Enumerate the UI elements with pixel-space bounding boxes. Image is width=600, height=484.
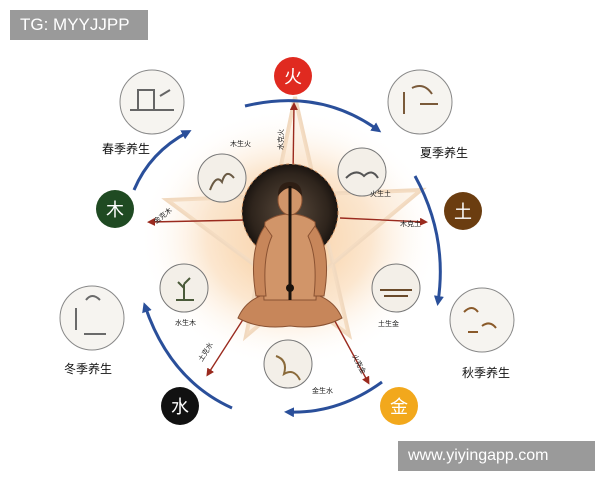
wood-label: 木 — [106, 200, 124, 221]
metal-label: 金 — [390, 397, 408, 418]
summer-label: 夏季养生 — [420, 145, 468, 160]
generation-labels: 木生火 火生土 土生金 金生水 水生木 — [175, 139, 399, 395]
arrow-water-ctrl-fire — [289, 102, 298, 176]
label-water-ctrl-fire: 水克火 — [276, 129, 285, 150]
autumn-label: 秋季养生 — [462, 365, 510, 380]
element-node-fire: 火 — [274, 57, 312, 95]
spring-label: 春季养生 — [102, 141, 150, 156]
summer-vignette — [387, 69, 453, 135]
wood-gen-fire-vignette — [197, 153, 247, 203]
metal-disc — [380, 387, 418, 425]
earth-disc — [444, 192, 482, 230]
wood-disc — [96, 190, 134, 228]
label-earth-gen-metal: 土生金 — [378, 319, 399, 328]
element-node-wood: 木 — [96, 190, 134, 228]
fire-disc — [274, 57, 312, 95]
element-node-water: 水 — [161, 387, 199, 425]
winter-vignette — [59, 285, 125, 351]
earth-label: 土 — [454, 202, 472, 223]
water-disc — [161, 387, 199, 425]
label-wood-gen-fire: 木生火 — [230, 139, 251, 148]
arc-metal-to-water — [284, 380, 383, 418]
water-label: 水 — [171, 397, 189, 418]
spring-vignette — [119, 69, 185, 135]
label-metal-gen-water: 金生水 — [312, 386, 333, 395]
arrow-metal-ctrl-wood — [147, 217, 246, 226]
arc-earth-to-autumn — [413, 175, 444, 306]
fire-gen-earth-vignette — [337, 147, 387, 197]
element-nodes: 火 土 金 水 木 — [96, 57, 482, 425]
watermark-bottom: www.yiyingapp.com — [398, 441, 595, 471]
earth-gen-metal-vignette — [371, 263, 421, 313]
winter-label: 冬季养生 — [64, 361, 112, 376]
autumn-vignette — [449, 287, 515, 353]
season-labels: 春季养生 夏季养生 秋季养生 冬季养生 — [64, 141, 510, 380]
fire-label: 火 — [284, 67, 302, 88]
arrow-wood-ctrl-earth — [339, 217, 428, 226]
arc-fire-to-summer — [244, 99, 382, 133]
label-water-gen-wood: 水生木 — [175, 318, 196, 327]
metal-gen-water-vignette — [263, 339, 313, 389]
inner-vignettes — [159, 147, 421, 389]
label-fire-gen-earth: 火生土 — [370, 189, 391, 198]
label-fire-ctrl-metal: 火克金 — [350, 353, 368, 376]
element-node-earth: 土 — [444, 192, 482, 230]
arc-winter-to-wood — [142, 302, 233, 410]
arc-wood-to-spring — [132, 130, 192, 191]
label-earth-ctrl-water: 土克水 — [196, 340, 215, 363]
generation-cycle-arrows — [132, 99, 444, 418]
element-node-metal: 金 — [380, 387, 418, 425]
season-vignettes — [59, 69, 515, 353]
meditating-figure — [237, 163, 343, 328]
label-wood-ctrl-earth: 木克土 — [400, 219, 421, 228]
watermark-top: TG: MYYJJPP — [10, 10, 148, 40]
